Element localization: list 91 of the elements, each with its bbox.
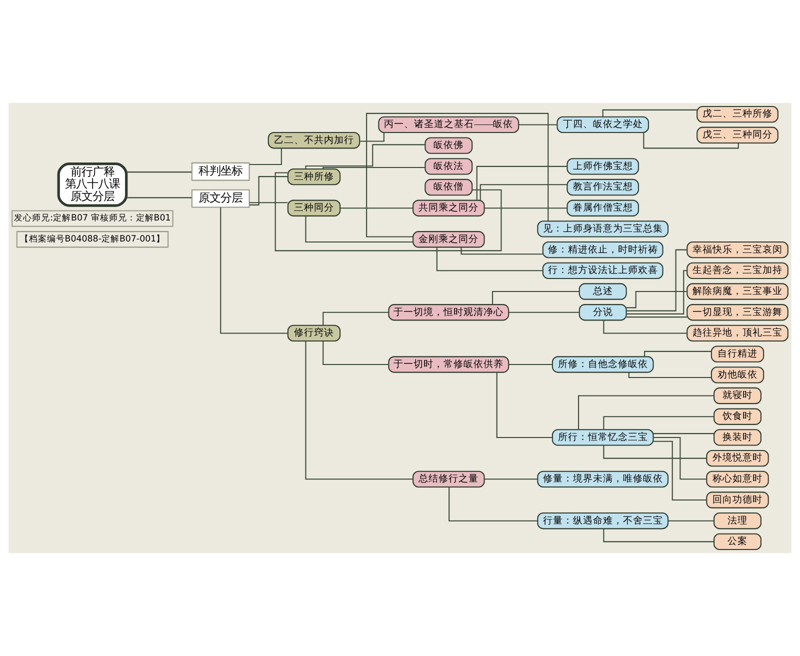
connector xyxy=(126,197,192,198)
node-box: 丁四、皈依之学处 xyxy=(556,116,649,134)
node-box: 前行广释 第八十八课 原文分层 xyxy=(57,162,128,207)
node-box: 一切显现，三宝游舞 xyxy=(686,304,788,321)
node-box: 外境悦意时 xyxy=(706,450,769,467)
connector xyxy=(668,520,714,522)
node-box: 修行窍诀 xyxy=(287,324,341,342)
node-box: 回向功德时 xyxy=(706,492,769,508)
node-box: 于一切境，恒时观清净心 xyxy=(388,304,510,321)
connector xyxy=(518,124,558,126)
node-box: 乙二、不共内加行 xyxy=(268,132,360,149)
node-box: 饮食时 xyxy=(714,408,762,425)
node-box: 见：上师身语意为三宝总集 xyxy=(537,220,669,238)
connector xyxy=(492,291,580,304)
connector xyxy=(484,478,538,480)
node-box: 解除病魔，三宝事业 xyxy=(686,283,788,300)
node-box: 三种同分 xyxy=(287,200,341,216)
connector xyxy=(476,166,568,200)
connector xyxy=(644,350,712,356)
node-box: 上师作佛宝想 xyxy=(566,158,639,175)
node-box: 金刚乘之同分 xyxy=(412,231,485,248)
connector xyxy=(602,109,698,117)
connector xyxy=(626,270,687,314)
connector xyxy=(305,216,413,243)
connector xyxy=(250,176,288,206)
connector xyxy=(603,416,714,430)
connector xyxy=(274,172,502,252)
connector xyxy=(653,433,714,434)
connector xyxy=(508,364,552,365)
connector xyxy=(654,436,706,480)
connector xyxy=(484,208,568,209)
connector xyxy=(626,291,687,308)
connector xyxy=(603,445,706,459)
connector xyxy=(126,172,192,173)
node-box: 三种所修 xyxy=(287,168,341,186)
connector xyxy=(578,395,714,430)
connector xyxy=(322,341,388,365)
node-box: 教言作法宝想 xyxy=(566,178,639,196)
node-box: 【档案编号B04088-定解B07-001】 xyxy=(16,231,169,248)
node-box: 于一切时，常修皈依供养 xyxy=(388,356,510,373)
node-box: 戊二、三种所修 xyxy=(696,106,778,123)
node-box: 皈依佛 xyxy=(424,137,473,154)
connector xyxy=(250,148,282,165)
connector xyxy=(508,312,580,313)
node-box: 公案 xyxy=(714,533,762,550)
connector xyxy=(653,440,706,501)
connector xyxy=(360,132,384,142)
connector xyxy=(480,184,568,200)
node-box: 原文分层 xyxy=(191,189,250,208)
node-box: 修：精进依止，时时祈祷 xyxy=(542,241,664,258)
node-box: 幸福快乐，三宝哀闵 xyxy=(686,241,788,258)
connector xyxy=(340,208,413,209)
node-box: 法理 xyxy=(714,512,762,530)
node-box: 发心师兄:定解B07 审核师兄：定解B01 xyxy=(12,210,174,227)
connector xyxy=(436,247,543,272)
node-box: 劝他皈依 xyxy=(710,366,764,384)
node-box: 换装时 xyxy=(714,429,762,446)
node-box: 眷属作僧宝想 xyxy=(566,200,639,216)
node-box: 皈依僧 xyxy=(424,178,473,196)
connector xyxy=(322,312,388,326)
connector xyxy=(643,132,739,149)
connector xyxy=(366,112,549,238)
node-box: 丙一、诸圣道之基石——皈依 xyxy=(378,116,520,134)
node-box: 趋往异地，顶礼三宝 xyxy=(686,324,788,342)
connector xyxy=(496,372,552,438)
connector xyxy=(460,247,543,255)
node-box: 科判坐标 xyxy=(191,162,250,181)
connector xyxy=(626,316,687,318)
node-box: 称心如意时 xyxy=(706,470,769,488)
connector xyxy=(448,487,538,522)
node-box: 就寝时 xyxy=(714,387,762,404)
node-box: 行：想方设法让上师欢喜 xyxy=(542,262,664,279)
node-box: 所修：自他念修皈依 xyxy=(552,356,654,373)
connector xyxy=(628,372,712,378)
node-box: 修量：境界未满，唯修皈依 xyxy=(537,470,669,488)
connector xyxy=(305,341,413,480)
connector xyxy=(305,144,425,169)
node-box: 行量：纵遇命难，不舍三宝 xyxy=(537,512,669,530)
node-box: 自行精进 xyxy=(710,346,764,362)
node-box: 所行：恒常忆念三宝 xyxy=(552,429,654,446)
connector xyxy=(220,207,288,334)
node-box: 共同乘之同分 xyxy=(412,200,485,216)
connector xyxy=(626,249,687,312)
node-box: 分说 xyxy=(578,304,627,321)
node-box: 皈依法 xyxy=(424,158,473,175)
node-box: 戊三、三种同分 xyxy=(696,126,778,144)
node-box: 总结修行之量 xyxy=(412,470,485,488)
node-box: 总述 xyxy=(578,283,627,300)
connector xyxy=(249,202,288,204)
connector xyxy=(322,166,426,169)
node-box: 生起善念，三宝加持 xyxy=(686,262,788,279)
